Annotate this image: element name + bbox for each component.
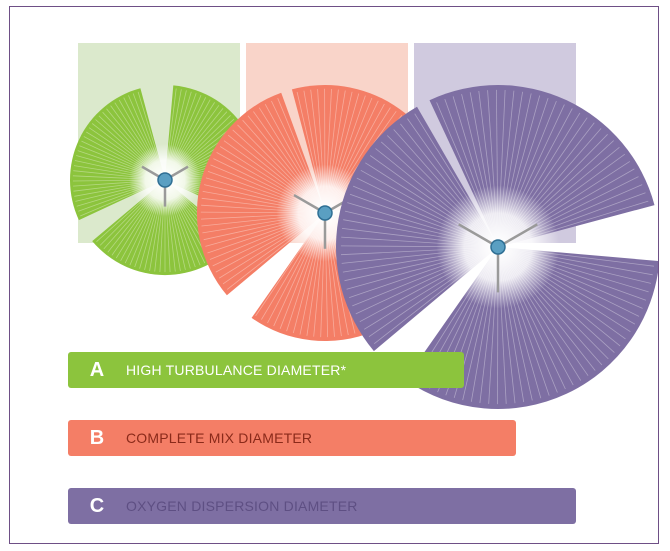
legend-bar-c: C OXYGEN DISPERSION DIAMETER (68, 488, 576, 524)
legend-letter-c: C (89, 494, 105, 517)
legend-bar-a: A HIGH TURBULANCE DIAMETER* (68, 352, 464, 388)
legend-label-b: COMPLETE MIX DIAMETER (126, 430, 313, 446)
fan-sector (405, 247, 658, 409)
rotor-hub-icon (157, 172, 173, 188)
legend-label-c: OXYGEN DISPERSION DIAMETER (126, 498, 358, 514)
fan-sector (196, 92, 325, 296)
diameter-diagram (70, 84, 658, 409)
legend-bar-b: B COMPLETE MIX DIAMETER (68, 420, 516, 456)
fan-sector (92, 180, 238, 276)
fan-sector (336, 106, 498, 352)
legend-label-a: HIGH TURBULANCE DIAMETER* (126, 362, 347, 378)
high-turbulance-fan (70, 85, 260, 276)
oxygen-dispersion-fan (336, 84, 658, 409)
diagram-frame: A HIGH TURBULANCE DIAMETER* B COMPLETE M… (9, 6, 659, 544)
rotor-hub-icon (317, 205, 333, 221)
legend-letter-a: A (89, 358, 105, 381)
rotor-hub-icon (490, 239, 506, 255)
fan-rays (436, 89, 649, 248)
legend-letter-b: B (89, 426, 105, 449)
